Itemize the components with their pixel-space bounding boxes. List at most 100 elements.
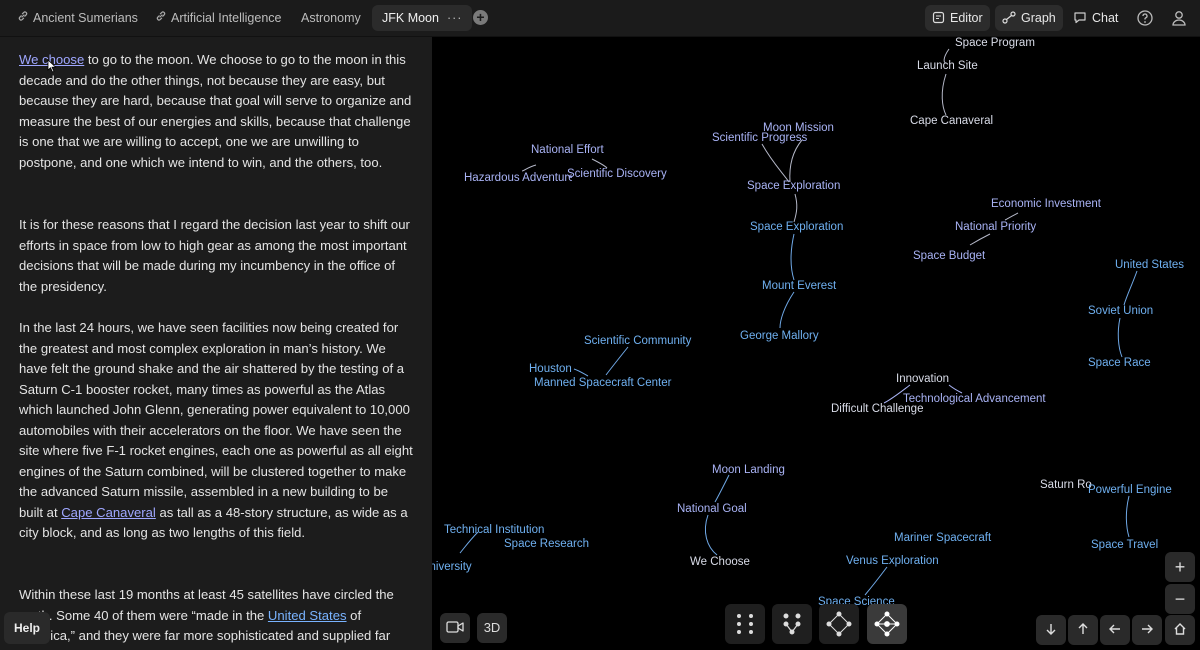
node-space-budget[interactable]: Space Budget [913,250,985,263]
paragraph-text: of America,” and they were far more soph… [19,607,391,644]
pan-right-button[interactable] [1132,615,1162,645]
node-space-research[interactable]: Space Research [504,538,589,551]
force-layout-icon [874,611,900,637]
node-label: Mount Everest [762,280,837,292]
layout-radial-button[interactable] [819,604,859,644]
tab-label: Artificial Intelligence [171,11,282,25]
node-label: Powerful Engine [1088,484,1172,496]
node-moon-mission[interactable]: Moon Mission [763,122,834,135]
node-economic-investment[interactable]: Economic Investment [991,198,1101,211]
node-label: Space Program [955,37,1035,49]
zoom-out-button[interactable]: − [1165,584,1195,614]
node-difficult-challenge[interactable]: Difficult Challenge [831,403,923,416]
node-venus-exploration[interactable]: Venus Exploration [846,555,939,568]
tab-ancient-sumerians[interactable]: Ancient Sumerians [17,5,138,31]
node-label: Space Research [504,538,590,550]
node-label: Space Budget [913,250,986,262]
node-national-priority[interactable]: National Priority [955,221,1036,234]
node-innovation[interactable]: Innovation [896,373,949,386]
pan-left-button[interactable] [1100,615,1130,645]
tab-more-icon[interactable]: ··· [446,11,463,25]
node-label: Scientific Discovery [567,168,667,180]
home-icon [1174,623,1186,635]
link-cape-canaveral[interactable]: Cape Canaveral [61,504,156,520]
node-george-mallory[interactable]: George Mallory [740,330,819,343]
link-united-states[interactable]: United States [267,607,347,623]
node-label: National Goal [677,503,747,515]
link-we-choose[interactable]: We choose [19,52,85,67]
tab-label: Astronomy [301,11,361,25]
node-scientific-discovery[interactable]: Scientific Discovery [567,168,667,181]
new-tab-plus-icon[interactable]: + [473,10,488,25]
node-scientific-progress[interactable]: Scientific Progress [712,132,807,145]
chat-label: Chat [1092,11,1119,25]
paragraph-text: as tall as a 48-story structure, as wide… [19,504,408,541]
home-button[interactable] [1165,615,1195,645]
node-technical-institution[interactable]: Technical Institution [444,524,544,537]
node-united-states[interactable]: United States [1115,259,1184,272]
node-space-race[interactable]: Space Race [1088,357,1151,370]
paragraph-text: It is for these reasons that I regard th… [19,217,410,294]
node-mariner-spacecraft[interactable]: Mariner Spacecraft [894,532,991,545]
node-technological-advancement[interactable]: Technological Advancement [903,393,1046,406]
node-space-exploration[interactable]: Space Exploration [747,180,840,193]
pan-down-button[interactable] [1036,615,1066,645]
node-label: Manned Spacecraft Center [534,377,672,389]
radial-layout-icon [826,611,852,637]
pan-up-button[interactable] [1068,615,1098,645]
node-space-exploration-2[interactable]: Space Exploration [750,221,843,234]
node-rice-university[interactable]: Rice University [432,561,472,574]
layout-grid-button[interactable] [725,604,765,644]
chat-button[interactable]: Chat [1066,5,1125,31]
camera-button[interactable] [440,613,470,643]
arrow-left-icon [1109,624,1120,634]
node-space-program[interactable]: Space Program [955,37,1035,50]
toggle-3d-button[interactable]: 3D [477,613,507,643]
link-icon [17,5,29,31]
tab-astronomy[interactable]: Astronomy [301,5,361,31]
layout-force-button[interactable] [867,604,907,644]
node-manned-spacecraft-center[interactable]: Manned Spacecraft Center [534,377,671,390]
node-label: Houston [529,363,572,375]
node-label: Difficult Challenge [831,403,924,415]
layout-tree-button[interactable] [772,604,812,644]
tab-label: JFK Moon [382,11,439,25]
graph-button[interactable]: Graph [995,5,1063,31]
arrow-down-icon [1046,624,1056,635]
zoom-in-button[interactable]: + [1165,552,1195,582]
node-mount-everest[interactable]: Mount Everest [762,280,836,293]
node-label: Space Race [1088,357,1151,369]
node-national-goal[interactable]: National Goal [677,503,747,516]
node-national-effort[interactable]: National Effort [531,144,604,157]
node-hazardous-adventure[interactable]: Hazardous Adventure [464,172,572,185]
node-we-choose[interactable]: We Choose [690,556,750,569]
node-label: National Priority [955,221,1037,233]
node-powerful-engine[interactable]: Powerful Engine [1088,484,1172,497]
node-soviet-union[interactable]: Soviet Union [1088,305,1153,318]
help-button[interactable]: Help [4,612,50,644]
node-saturn-rocket[interactable]: Saturn Rocket [1040,479,1092,492]
document-pane: We choose to go to the moon. We choose t… [0,37,432,650]
help-circle-icon[interactable] [1136,9,1154,27]
paragraph-2: It is for these reasons that I regard th… [19,215,414,297]
node-label: Moon Landing [712,464,785,476]
node-moon-landing[interactable]: Moon Landing [712,464,785,477]
user-icon[interactable] [1170,9,1188,27]
editor-button[interactable]: Editor [925,5,990,31]
node-launch-site[interactable]: Launch Site [917,60,978,73]
node-label: Economic Investment [991,198,1101,210]
chat-icon [1073,5,1087,31]
arrow-up-icon [1078,623,1088,634]
node-label: National Effort [531,144,604,156]
tab-artificial-intelligence[interactable]: Artificial Intelligence [155,5,281,31]
node-label: Soviet Union [1088,305,1154,317]
graph-edges [459,48,1138,596]
tab-label: Ancient Sumerians [33,11,138,25]
node-scientific-community[interactable]: Scientific Community [584,335,691,348]
graph-pane[interactable]: Space Program Launch Site Cape Canaveral… [432,37,1200,650]
node-houston[interactable]: Houston [529,363,572,376]
node-label: United States [1115,259,1185,271]
tab-jfk-moon[interactable]: JFK Moon ··· [372,5,473,31]
node-cape-canaveral[interactable]: Cape Canaveral [910,115,993,128]
node-space-travel[interactable]: Space Travel [1091,539,1158,552]
